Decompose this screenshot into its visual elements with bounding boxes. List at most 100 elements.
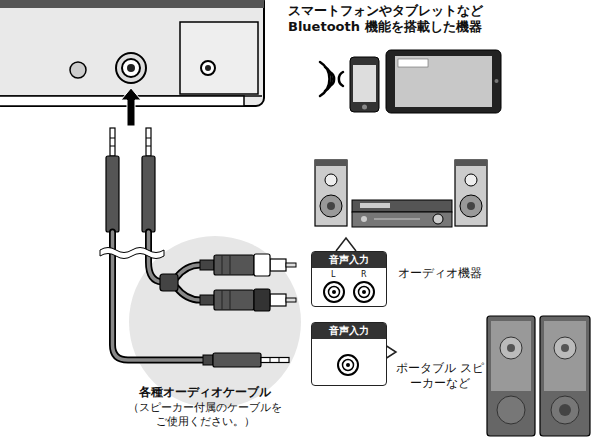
mini-plugs-up [110,146,115,147]
insert-arrow [121,88,141,126]
device-label: ポータブル スピーカーなど [394,361,486,391]
cables [113,232,206,360]
audio-system [352,200,452,212]
callout-heading: 音声入力 [312,252,386,268]
insert-arrow [121,88,141,126]
portable-speakers [497,396,525,424]
channel-label: R [361,271,367,279]
rca-plugs [200,290,296,310]
portable-speakers [540,316,590,436]
portable-speakers [487,316,590,436]
smartphone [362,105,367,110]
audio-system [352,212,452,227]
mini-plugs-up [142,156,155,232]
tablet [398,59,428,67]
wireless-icon [320,62,329,96]
audio-system [315,160,487,227]
portable-speakers [491,321,531,391]
audio-system [315,160,347,166]
cables [176,265,200,278]
receiver-device [205,65,211,71]
cables [176,287,200,300]
input-callout: 音声入力 [311,322,387,386]
mini-plugs-up [146,128,151,156]
tablet [386,50,501,113]
mini-plugs-up [110,128,115,156]
audio-system [360,203,390,208]
mini-plug-right [261,358,289,363]
rca-plugs [200,254,296,311]
tablet [395,56,492,107]
tablet [386,50,501,113]
mini-plugs-up [146,138,151,139]
portable-speakers [507,344,515,352]
smartphone [353,65,376,102]
audio-system [327,202,335,210]
portable-speakers [544,321,586,391]
splitter [160,274,178,291]
portable-speakers [561,344,569,352]
audio-system [325,174,337,186]
mini-plug-right [279,358,280,363]
device-label: オーディオ機器 [398,266,498,281]
audio-system [315,160,347,226]
cable-note: （スピーカー付属のケーブルを ご使用ください。） [125,401,285,429]
portable-speakers [487,316,535,436]
receiver-device [70,62,86,78]
callout-pointers [336,238,356,251]
callout-heading: 音声入力 [312,323,386,339]
audio-system [320,195,342,217]
receiver-device [127,64,135,72]
mini-plugs-up [106,128,155,232]
receiver-device [0,96,244,106]
mini-plug-right [270,358,271,363]
jack-symbol [324,282,344,302]
receiver-device [201,61,215,75]
receiver-device [116,53,146,83]
audio-system [374,219,420,220]
portable-speakers [554,337,576,359]
wireless-icon [320,62,343,96]
mini-plug-right [203,353,289,367]
wireless-icon [339,72,343,86]
receiver-device [0,0,264,8]
mini-plug-right [213,353,261,367]
smartphone [350,57,379,112]
splitter [160,274,178,291]
rca-plugs [254,254,270,276]
portable-speakers [559,404,571,416]
device-caption: スマートフォンやタブレットなど Bluetooth 機能を搭載した機器 [288,3,513,36]
cable-break [100,248,164,259]
audio-system [433,214,443,224]
cable-label: 各種オーディオケーブル [120,385,290,400]
receiver-device [122,59,140,77]
mini-plugs-up [106,156,119,232]
jack-symbol [338,355,358,375]
audio-system [455,160,487,166]
input-callout: 音声入力 L R [311,251,387,307]
cables [113,232,206,360]
cable-break [100,248,164,259]
mini-plugs-up [146,146,151,147]
mini-plug-right [203,355,213,365]
cables [176,287,200,300]
audio-system [465,174,477,186]
portable-speakers [500,337,522,359]
mini-plugs-up [110,138,115,139]
tablet [495,79,499,83]
background-circle [129,236,301,408]
receiver-device [180,22,258,94]
rca-plugs [254,289,270,311]
smartphone [350,57,379,112]
cables [176,265,200,278]
channel-label: L [331,271,335,279]
audio-system [455,160,487,226]
audio-system [467,202,475,210]
rca-plugs [200,255,296,275]
cables [113,232,206,360]
audio-system [460,195,482,217]
jack-symbol [354,282,374,302]
audio-system [361,216,367,222]
portable-speakers [551,396,579,424]
